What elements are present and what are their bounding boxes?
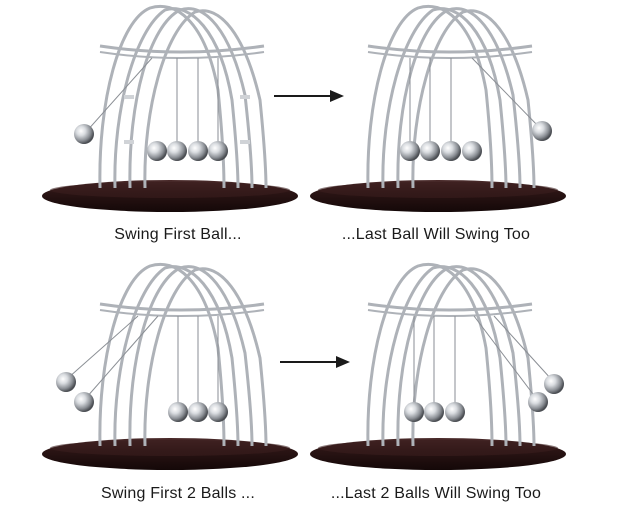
- steel-balls: [404, 374, 564, 422]
- pendulum-strings: [409, 57, 541, 148]
- arrow-right-icon: [274, 90, 344, 102]
- chrome-frame: [366, 4, 536, 189]
- wooden-base: [42, 180, 298, 212]
- caption-swing-first-ball: Swing First Ball...: [114, 226, 242, 243]
- caption-swing-first-two-balls: Swing First 2 Balls ...: [101, 485, 255, 502]
- wooden-base: [42, 438, 298, 470]
- newtons-cradle-last-ball-raised: [310, 4, 566, 212]
- chrome-frame: [98, 262, 268, 447]
- steel-balls: [400, 121, 552, 161]
- newtons-cradle-first-ball-raised: [42, 4, 298, 212]
- newtons-cradle-first-two-balls-raised: [42, 262, 298, 470]
- steel-balls: [74, 124, 228, 161]
- pendulum-strings: [67, 315, 219, 408]
- caption-last-two-balls-swing: ...Last 2 Balls Will Swing Too: [330, 485, 542, 502]
- newtons-cradle-last-two-balls-raised: [310, 262, 566, 470]
- steel-balls: [56, 372, 228, 422]
- chrome-frame: [98, 4, 268, 189]
- pendulum-strings: [413, 315, 553, 408]
- caption-last-ball-swing: ...Last Ball Will Swing Too: [341, 226, 531, 243]
- wooden-base: [310, 438, 566, 470]
- arrow-right-icon: [280, 356, 350, 368]
- pendulum-strings: [85, 57, 219, 148]
- wooden-base: [310, 180, 566, 212]
